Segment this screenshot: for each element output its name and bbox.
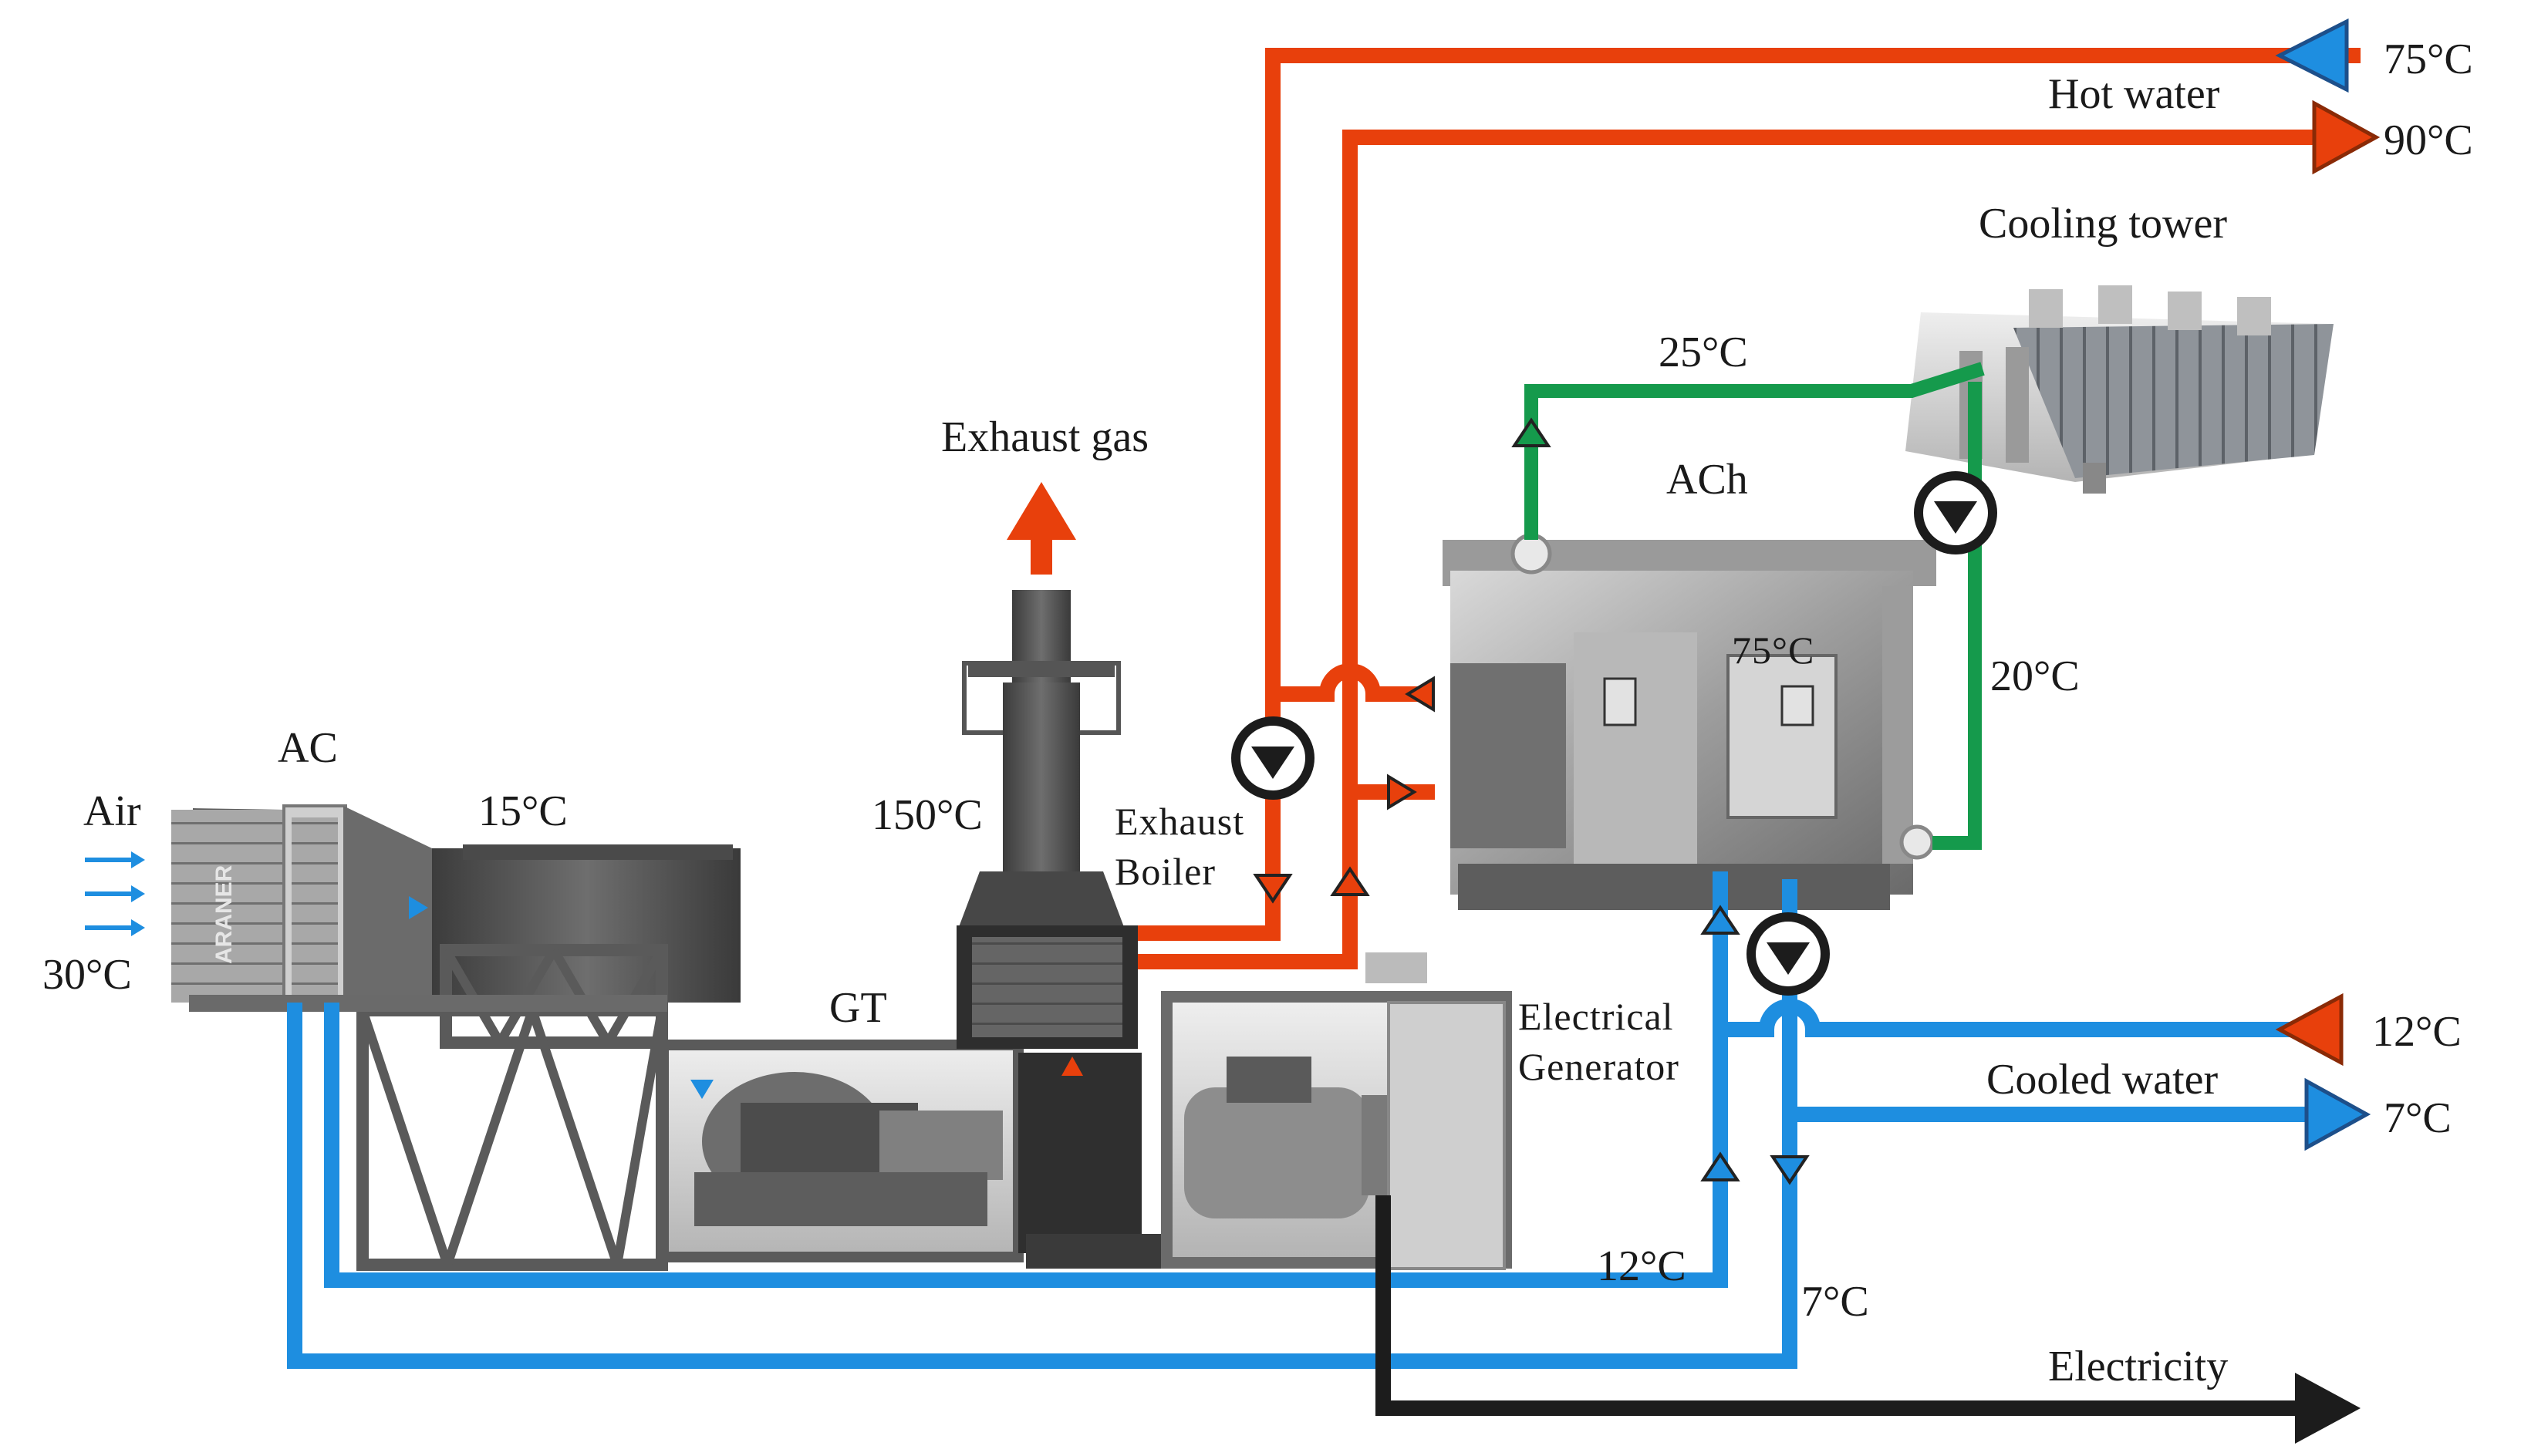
gt-inlet-arrow-icon [690, 1080, 714, 1099]
electricity-arrow-icon [2295, 1373, 2361, 1444]
gt-exhaust-arrow-icon [1061, 1057, 1083, 1076]
loop-return-temp: 12°C [1597, 1242, 1686, 1290]
chilled-supply-outlet-arrow-icon [2304, 1077, 2371, 1151]
ach-inner-temp: 75°C [1732, 629, 1814, 672]
tower-return-temp: 20°C [1990, 652, 2080, 700]
ac-airflow-arrow-icon [409, 896, 428, 919]
stack-temp: 150°C [872, 791, 983, 839]
exhaust-boiler-label-line2: Boiler [1115, 850, 1216, 893]
chilled-water-pipes [287, 871, 2322, 1369]
exhaust-gas-label: Exhaust gas [941, 413, 1149, 461]
air-label: Air [83, 787, 141, 835]
gt-label: GT [829, 984, 887, 1032]
electricity-line [1375, 1195, 2303, 1416]
loop-supply-temp: 7°C [1801, 1278, 1869, 1326]
hot-supply-outlet-arrow-icon [2312, 99, 2381, 175]
electrical-generator-label-line2: Generator [1518, 1045, 1679, 1088]
pump-icon [1231, 716, 1314, 800]
cooled-water-label: Cooled water [1986, 1056, 2218, 1104]
electrical-generator-unit [1161, 952, 1512, 1270]
tower-supply-temp: 25°C [1659, 329, 1748, 376]
flow-arrow-icon [1253, 417, 1810, 1185]
hot-return-temp: 75°C [2384, 35, 2473, 83]
chilled-return-inlet-arrow-icon [2275, 993, 2344, 1067]
air-cooler-unit: ARANER [171, 804, 741, 1008]
exhaust-boiler-label-line1: Exhaust [1115, 800, 1244, 843]
chilled-return-temp: 12°C [2372, 1008, 2462, 1056]
air-inlet-arrows-icon [85, 851, 145, 936]
cooling-tower-unit [1905, 285, 2334, 494]
ac-support-frame [189, 944, 668, 1271]
air-outlet-temp: 15°C [478, 787, 568, 835]
hot-return-inlet-arrow-icon [2275, 18, 2349, 93]
hot-water-label: Hot water [2048, 70, 2220, 118]
air-inlet-temp: 30°C [42, 951, 132, 999]
chilled-supply-temp: 7°C [2384, 1094, 2452, 1142]
ach-label: ACh [1666, 456, 1748, 504]
exhaust-arrow-icon [1007, 482, 1076, 575]
electrical-generator-label-line1: Electrical [1518, 995, 1674, 1038]
ac-label: AC [278, 724, 338, 772]
absorption-chiller-unit: 75°C [1443, 533, 1936, 910]
pump-icon [1914, 471, 1997, 554]
exhaust-stack [957, 590, 1138, 1049]
pump-icon [1746, 912, 1830, 996]
gas-turbine-unit [658, 1040, 1165, 1269]
cooling-tower-label: Cooling tower [1979, 200, 2227, 248]
araner-logo: ARANER [211, 865, 237, 964]
electricity-label: Electricity [2048, 1343, 2228, 1390]
hot-supply-temp: 90°C [2384, 116, 2473, 164]
